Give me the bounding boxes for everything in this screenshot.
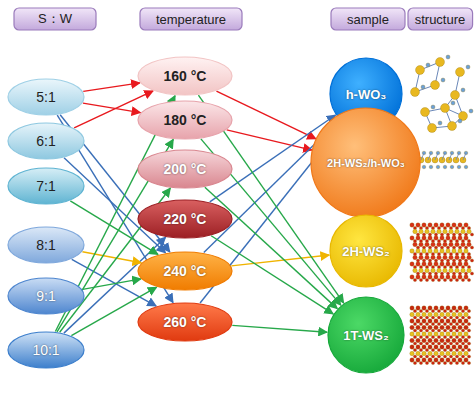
column-header: structure: [407, 7, 474, 31]
node-label: 160 °C: [164, 68, 207, 84]
column-header: S：W: [13, 7, 97, 31]
node-label: 240 °C: [164, 263, 207, 279]
connector-arrow: [83, 279, 141, 289]
sample-circle: 1T-WS₂: [327, 296, 405, 374]
temperature-ellipse: 220 °C: [137, 199, 233, 239]
connector-arrow: [232, 325, 327, 332]
node-label: 6:1: [36, 133, 55, 149]
node-label: 10:1: [32, 342, 59, 358]
node-label: 7:1: [36, 178, 55, 194]
temperature-ellipse: 180 °C: [137, 100, 233, 140]
ratio-ellipse: 10:1: [7, 331, 85, 369]
ratio-ellipse: 5:1: [7, 78, 85, 116]
node-label: 9:1: [36, 288, 55, 304]
node-label: 1T-WS₂: [343, 328, 389, 343]
ratio-ellipse: 9:1: [7, 277, 85, 315]
2h-ws2-structure: [410, 223, 474, 282]
temperature-ellipse: 160 °C: [137, 56, 233, 96]
connector-arrow: [205, 187, 337, 308]
connector-arrow: [83, 103, 140, 113]
hexagonal-wo3-structure: [411, 55, 474, 133]
column-header: temperature: [139, 7, 243, 31]
1t-ws2-structure: [410, 306, 471, 365]
node-label: 260 °C: [164, 314, 207, 330]
sample-circle: 2H-WS₂: [329, 214, 403, 288]
node-label: 180 °C: [164, 112, 207, 128]
node-label: 200 °C: [164, 161, 207, 177]
connector-arrow: [216, 91, 315, 139]
column-header: sample: [330, 7, 406, 31]
node-label: S：W: [38, 10, 72, 28]
node-label: structure: [415, 12, 466, 27]
node-label: 2H-WS₂: [342, 244, 390, 259]
node-label: 8:1: [36, 237, 55, 253]
node-label: 2H-WS₂/h-WO₃: [327, 157, 405, 169]
sample-circle: 2H-WS₂/h-WO₃: [310, 107, 421, 218]
ratio-ellipse: 7:1: [7, 167, 85, 205]
node-label: sample: [347, 12, 389, 27]
ratio-ellipse: 8:1: [7, 226, 85, 264]
node-label: 220 °C: [164, 211, 207, 227]
connector-arrow: [83, 83, 140, 92]
node-label: h-WO₃: [346, 87, 387, 102]
temperature-ellipse: 240 °C: [137, 251, 233, 291]
temperature-ellipse: 200 °C: [137, 149, 233, 189]
node-label: temperature: [156, 12, 226, 27]
node-label: 5:1: [36, 89, 55, 105]
ratio-ellipse: 6:1: [7, 122, 85, 160]
temperature-ellipse: 260 °C: [137, 302, 233, 342]
